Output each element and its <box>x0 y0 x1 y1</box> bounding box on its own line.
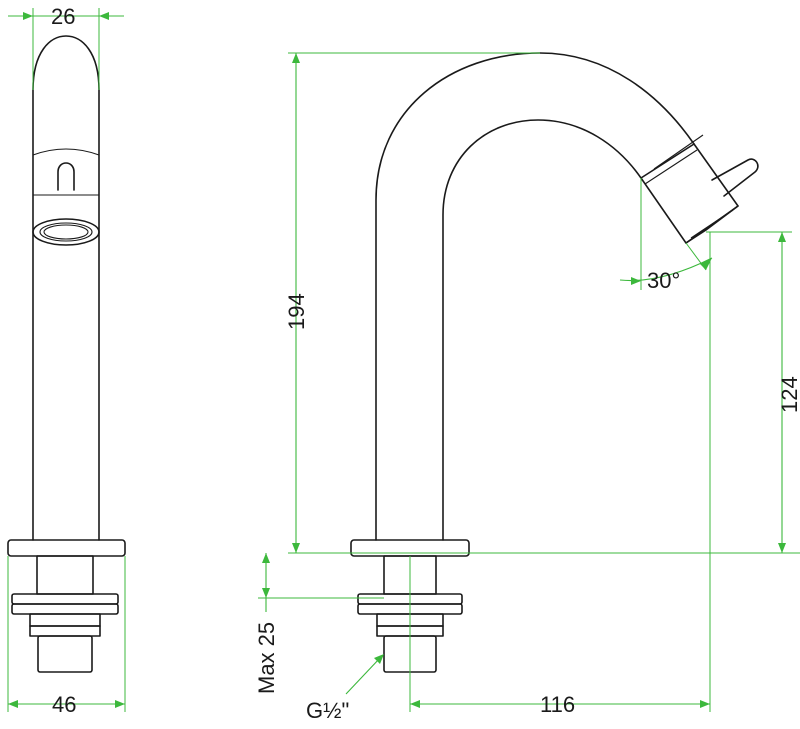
side-nut <box>29 613 101 627</box>
side-stem <box>36 555 94 595</box>
dim-total-height-label: 194 <box>284 293 309 330</box>
spout-head <box>640 143 739 244</box>
side-column <box>32 35 100 541</box>
dim-base-width: 46 <box>7 556 126 717</box>
dim-angle: 30° <box>619 178 713 293</box>
dim-top-width: 26 <box>8 4 124 90</box>
side-connector <box>37 635 93 673</box>
dim-base-width-label: 46 <box>52 692 76 717</box>
spout-inner <box>442 119 642 541</box>
dim-thread: G½" <box>306 654 384 723</box>
dim-spout-height-label: 124 <box>777 376 800 413</box>
dim-top-width-label: 26 <box>51 4 75 29</box>
front-base-plate <box>350 539 470 557</box>
dim-max-thickness-label: Max 25 <box>254 622 279 694</box>
lever-slot <box>57 162 75 191</box>
dim-reach: 116 <box>409 232 711 717</box>
spout-outer <box>375 52 695 541</box>
dim-thread-label: G½" <box>306 698 349 723</box>
dimension-lines: 26 46 194 124 <box>7 4 800 723</box>
aerator-inner <box>39 222 93 242</box>
lever-handle <box>711 158 759 197</box>
side-collar <box>32 148 100 156</box>
dim-max-thickness: Max 25 <box>254 553 384 694</box>
side-view <box>7 35 126 673</box>
side-washer <box>11 593 119 605</box>
aerator-outer <box>32 218 100 246</box>
dim-reach-label: 116 <box>540 692 575 717</box>
dim-angle-label: 30° <box>647 268 680 293</box>
side-base-plate <box>7 539 126 557</box>
dim-total-height: 194 <box>284 52 800 554</box>
dim-spout-height: 124 <box>706 231 800 553</box>
front-view <box>350 52 759 673</box>
